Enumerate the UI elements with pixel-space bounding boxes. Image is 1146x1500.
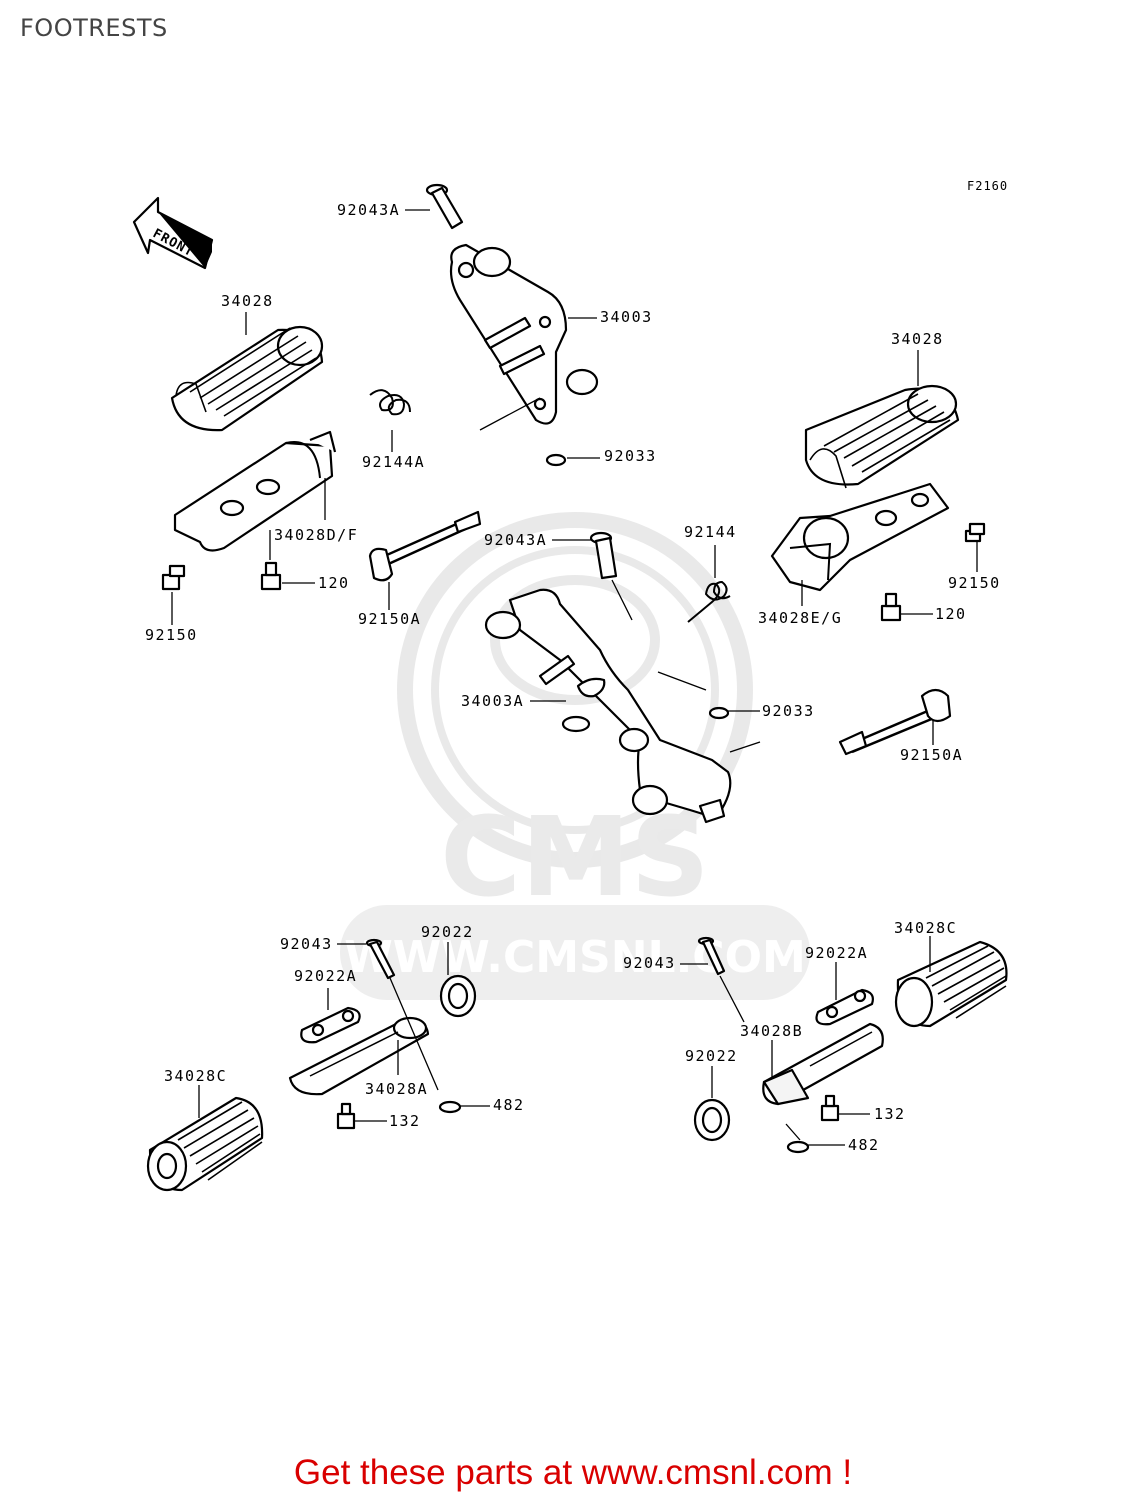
pin-92043a-mid bbox=[589, 531, 618, 580]
label-92022-left: 92022 bbox=[421, 923, 474, 941]
label-92043-right: 92043 bbox=[623, 954, 676, 972]
footpeg-arm-34028a bbox=[288, 1016, 430, 1096]
watermark-logo-text: CMS bbox=[440, 793, 709, 921]
watermark-url-text: WWW.CMSNL.COM bbox=[344, 932, 806, 983]
plate-92022a-right bbox=[815, 988, 874, 1026]
label-34028c-right: 34028C bbox=[894, 919, 957, 937]
clip-482-left bbox=[438, 1100, 462, 1114]
footpeg-rubber-34028-right bbox=[804, 384, 960, 489]
footpeg-bracket-34028df bbox=[173, 430, 337, 552]
label-92022a-right: 92022A bbox=[805, 944, 868, 962]
label-132-right: 132 bbox=[874, 1105, 906, 1123]
bolt-120-right bbox=[880, 592, 902, 622]
label-92033-mid: 92033 bbox=[762, 702, 815, 720]
label-132-left: 132 bbox=[389, 1112, 421, 1130]
label-92144: 92144 bbox=[684, 523, 737, 541]
cms-watermark: CMS WWW.CMSNL.COM bbox=[340, 512, 810, 1000]
label-34028a: 34028A bbox=[365, 1080, 428, 1098]
leader-lines bbox=[171, 209, 978, 1146]
pin-92043-right bbox=[697, 936, 726, 976]
label-92150-left: 92150 bbox=[145, 626, 198, 644]
label-482-right: 482 bbox=[848, 1136, 880, 1154]
rubber-34028c-left bbox=[146, 1096, 264, 1192]
label-120-right: 120 bbox=[935, 605, 967, 623]
bolt-132-right bbox=[820, 1094, 840, 1122]
label-92144a: 92144A bbox=[362, 453, 425, 471]
footpeg-arm-34028b bbox=[762, 1022, 884, 1106]
clip-482-right bbox=[786, 1140, 810, 1154]
footpeg-rubber-34028-left bbox=[170, 325, 324, 432]
pin-92043a-top bbox=[425, 183, 464, 230]
spring-92144a bbox=[369, 389, 411, 416]
washer-92033-mid bbox=[708, 706, 730, 720]
washer-92033-top bbox=[545, 453, 567, 467]
part-labels: 92043A 34003 34028 34028 92144A 92033 34… bbox=[145, 201, 1001, 1154]
bracket-34003a bbox=[484, 588, 732, 824]
spring-92144 bbox=[687, 580, 731, 623]
label-92150a-right: 92150A bbox=[900, 746, 963, 764]
plate-92022a-left bbox=[300, 1006, 361, 1044]
long-bolt-92150a-left bbox=[368, 510, 482, 582]
washer-92022-right bbox=[693, 1098, 731, 1142]
label-34028-left: 34028 bbox=[221, 292, 274, 310]
footpeg-bracket-34028eg bbox=[770, 482, 950, 592]
bracket-34003 bbox=[449, 243, 599, 425]
label-34028df: 34028D/F bbox=[274, 526, 358, 544]
front-arrow-icon: FRONT bbox=[132, 196, 214, 270]
long-bolt-92150a-right bbox=[838, 688, 952, 756]
pin-92043-left bbox=[365, 938, 396, 980]
label-34028-right: 34028 bbox=[891, 330, 944, 348]
figure-code: F2160 bbox=[967, 179, 1008, 193]
label-92033-top: 92033 bbox=[604, 447, 657, 465]
bolt-120-left bbox=[260, 561, 282, 591]
label-34028b: 34028B bbox=[740, 1022, 803, 1040]
washer-92022-left bbox=[439, 974, 477, 1018]
label-34028eg: 34028E/G bbox=[758, 609, 842, 627]
label-34003: 34003 bbox=[600, 308, 653, 326]
bolt-92150-right bbox=[964, 522, 986, 543]
label-92022-right: 92022 bbox=[685, 1047, 738, 1065]
label-92150a-left: 92150A bbox=[358, 610, 421, 628]
label-34028c-left: 34028C bbox=[164, 1067, 227, 1085]
page-title: FOOTRESTS bbox=[20, 14, 168, 42]
label-92043a-top: 92043A bbox=[337, 201, 400, 219]
label-92022a-left: 92022A bbox=[294, 967, 357, 985]
label-92043a-mid: 92043A bbox=[484, 531, 547, 549]
cmsnl-link[interactable]: Get these parts at www.cmsnl.com ! bbox=[293, 1453, 853, 1492]
label-92150-right: 92150 bbox=[948, 574, 1001, 592]
rubber-34028c-right bbox=[894, 940, 1008, 1028]
label-92043-left: 92043 bbox=[280, 935, 333, 953]
bolt-132-left bbox=[336, 1102, 356, 1130]
label-120-left: 120 bbox=[318, 574, 350, 592]
label-34003a: 34003A bbox=[461, 692, 524, 710]
label-482-left: 482 bbox=[493, 1096, 525, 1114]
bolt-92150-left bbox=[161, 564, 186, 591]
